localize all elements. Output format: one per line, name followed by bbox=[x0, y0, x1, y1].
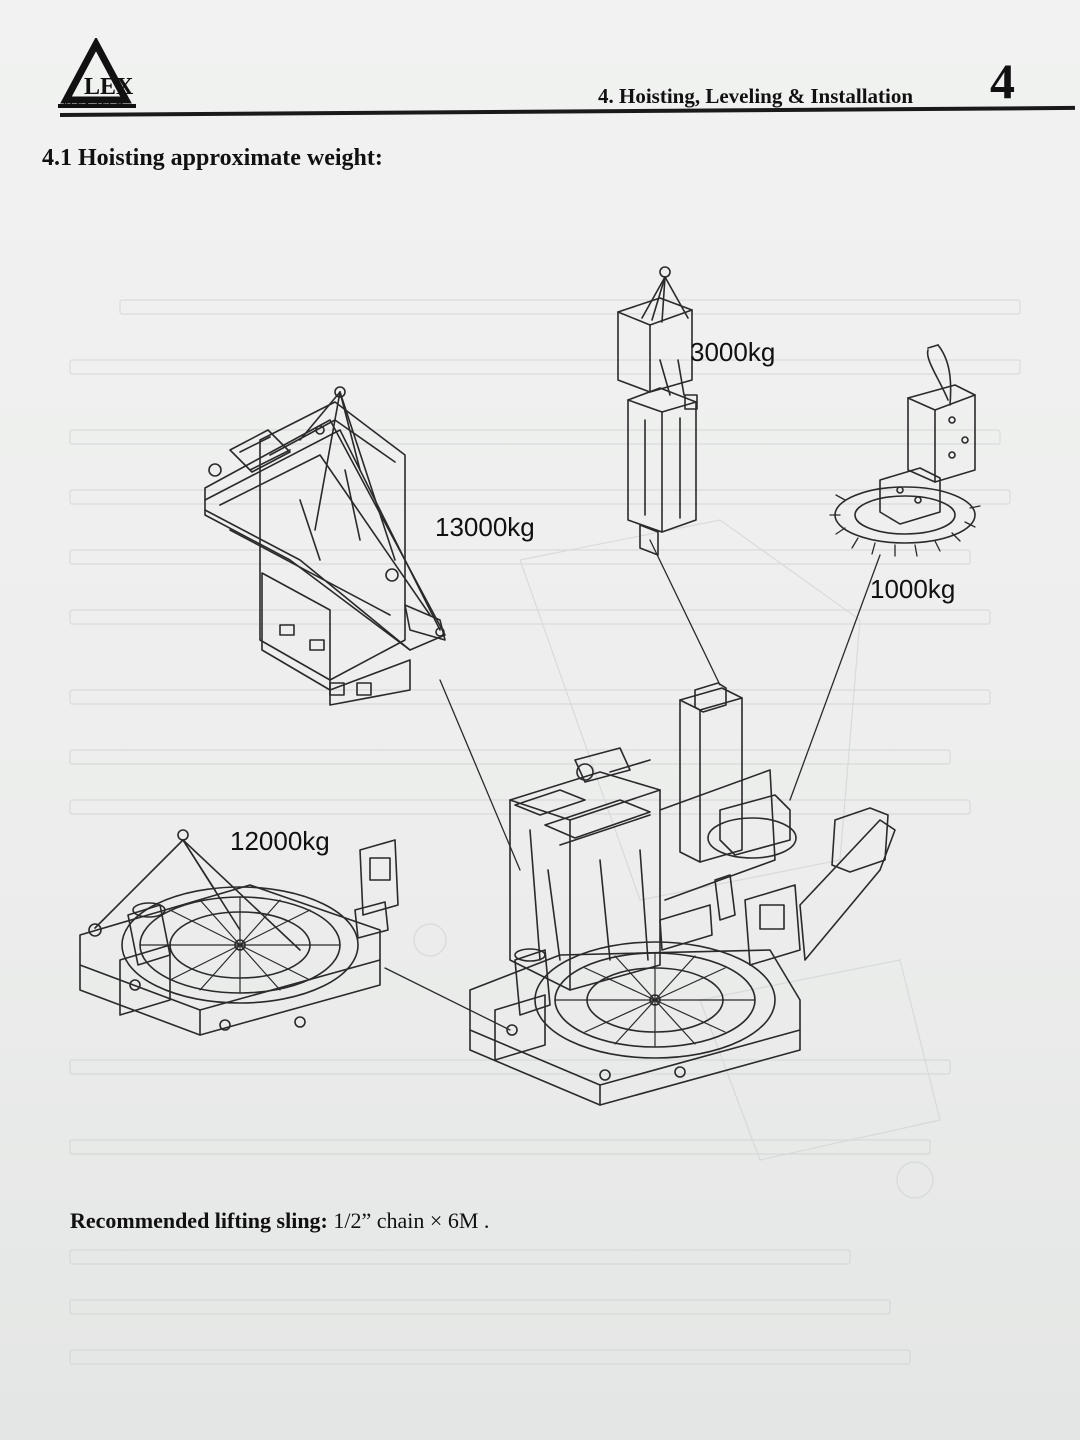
chapter-number: 4 bbox=[990, 53, 1015, 109]
leader-line-base bbox=[384, 967, 511, 1031]
svg-text:LEX: LEX bbox=[84, 74, 134, 100]
weight-label-base: 12000kg bbox=[230, 826, 330, 856]
alex-tech-logo: LEX bbox=[58, 38, 136, 108]
logo-brand-text: ALEX-TECH bbox=[62, 100, 124, 111]
weight-label-atc: 1000kg bbox=[870, 574, 956, 604]
lifting-sling-label: Recommended lifting sling: bbox=[70, 1208, 328, 1233]
atc-assembly-drawing bbox=[829, 344, 981, 557]
base-table-drawing bbox=[79, 829, 399, 1036]
column-assembly-drawing bbox=[204, 386, 446, 706]
weight-label-column: 13000kg bbox=[435, 512, 535, 542]
leader-line-column bbox=[439, 679, 521, 871]
header-title: 4. Hoisting, Leveling & Installation bbox=[598, 84, 914, 108]
lifting-sling-spec: 1/2” chain × 6M . bbox=[333, 1208, 490, 1233]
weight-label-ram: 3000kg bbox=[690, 337, 776, 367]
lifting-sling-note: Recommended lifting sling: 1/2” chain × … bbox=[70, 1208, 489, 1234]
section-heading: 4.1 Hoisting approximate weight: bbox=[42, 145, 383, 171]
assembled-machine-drawing bbox=[469, 682, 896, 1106]
ram-assembly-drawing bbox=[617, 266, 698, 556]
leader-line-atc bbox=[789, 554, 881, 801]
leader-line-ram bbox=[649, 539, 721, 686]
